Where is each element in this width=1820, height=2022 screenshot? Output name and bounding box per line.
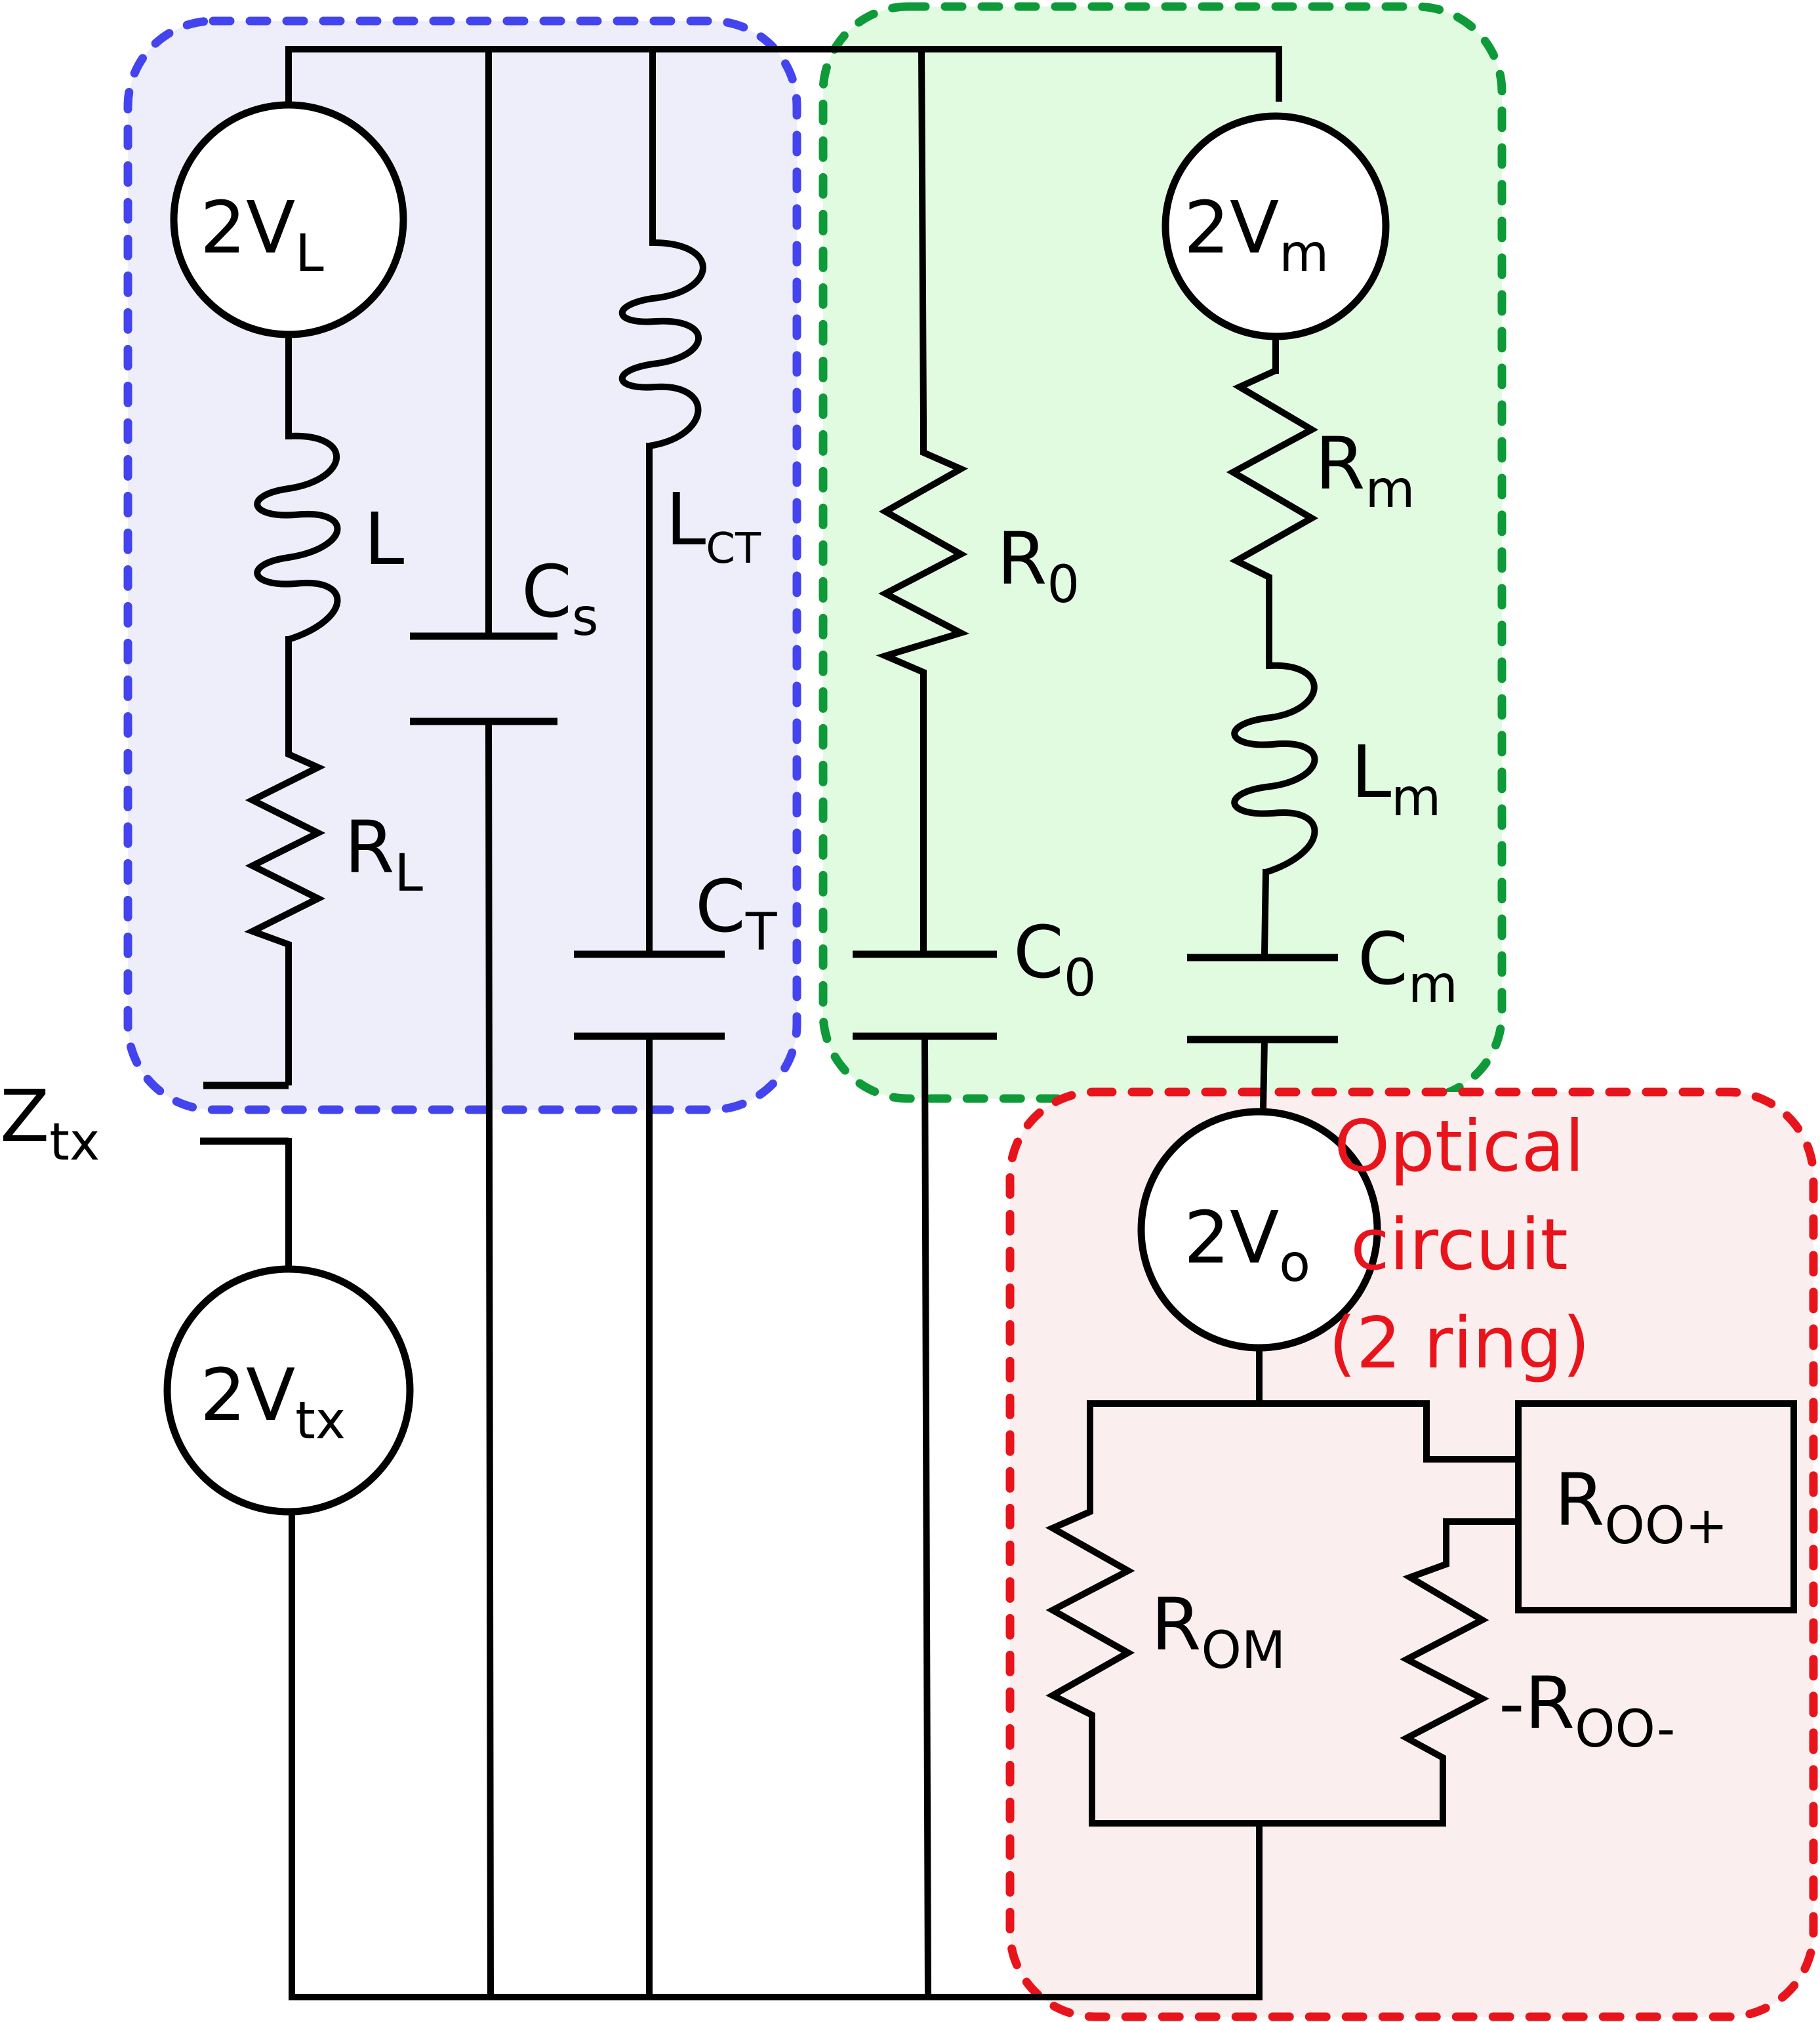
- resistor-R0: [876, 420, 970, 708]
- label-ROO-minus: -ROO-: [1499, 1661, 1675, 1759]
- label-optical-line3: (2 ring): [1329, 1303, 1590, 1385]
- inductor-Lm: [1231, 662, 1318, 876]
- resistor-ROM: [1045, 1499, 1135, 1771]
- label-ROM: ROM: [1151, 1583, 1285, 1680]
- label-2Vtx: 2Vtx: [200, 1353, 346, 1451]
- wire-opt-rp-to-rm: [1443, 1518, 1518, 1554]
- label-LCT: LCT: [666, 477, 761, 573]
- label-Cs: Cs: [521, 550, 598, 647]
- inductor-L: [254, 432, 341, 643]
- label-optical-line1: Optical: [1334, 1106, 1584, 1188]
- resistor-RL: [244, 735, 326, 958]
- wire-b5-d: [1259, 1036, 1268, 1112]
- wire-opt-left-loop: [1087, 1400, 1263, 1502]
- label-Lm: Lm: [1351, 730, 1441, 828]
- wire-b4-bot: [921, 1032, 932, 2001]
- resistor-Rm: [1226, 367, 1319, 590]
- source-2Vo: [1137, 1108, 1381, 1352]
- wire-b2-bot: [485, 718, 495, 2001]
- label-2VL: 2VL: [200, 186, 324, 283]
- box-ROO-plus: [1515, 1400, 1797, 1613]
- label-optical-line2: circuit: [1350, 1204, 1568, 1286]
- label-Ztx: Ztx: [0, 1074, 100, 1172]
- top-rail-wire: [285, 46, 1282, 102]
- label-Cm: Cm: [1358, 917, 1458, 1015]
- label-ROO-plus: ROO+: [1554, 1458, 1728, 1556]
- source-2VL: [170, 101, 407, 338]
- label-C0: C0: [1013, 910, 1096, 1008]
- wire-b5-c: [1261, 868, 1270, 958]
- label-R0: R0: [997, 517, 1080, 615]
- label-CT: CT: [695, 864, 777, 962]
- resistor-ROO-minus: [1400, 1551, 1489, 1771]
- bottom-rail-wire: [289, 1512, 1263, 2000]
- label-2Vo: 2Vo: [1184, 1196, 1310, 1293]
- source-2Vm: [1162, 112, 1390, 340]
- label-L: L: [364, 497, 404, 581]
- wire-b4-top: [918, 45, 927, 424]
- label-2Vm: 2Vm: [1184, 186, 1329, 283]
- label-Rm: Rm: [1315, 422, 1415, 519]
- label-RL: RL: [344, 805, 423, 903]
- wire-opt-bottom: [1089, 1768, 1446, 1827]
- inductor-LCT: [618, 239, 706, 449]
- wire-opt-right-loop: [1256, 1400, 1518, 1463]
- source-2Vtx: [163, 1265, 414, 1516]
